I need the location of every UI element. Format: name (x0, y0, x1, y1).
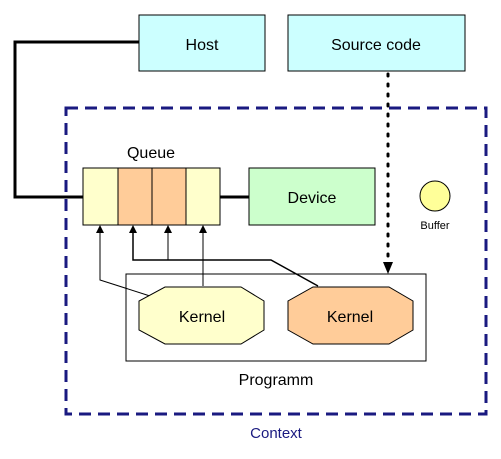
kernel-left-label: Kernel (179, 309, 225, 326)
queue-cell-4 (185, 167, 221, 226)
source-code-label: Source code (331, 37, 421, 54)
kernel-left-octagon[interactable] (138, 286, 265, 345)
host-box[interactable] (138, 14, 266, 72)
device-box[interactable] (248, 167, 376, 226)
queue-cell-2 (117, 167, 153, 226)
context-frame (64, 106, 488, 416)
kernel-right-to-queue-cell-2-arrow (129, 225, 319, 287)
queue-cell-3 (151, 167, 187, 226)
source-programm-arrowhead (383, 262, 393, 274)
kernel-right-label: Kernel (327, 309, 373, 326)
kernel-right-octagon[interactable] (287, 286, 414, 345)
programm-label: Programm (239, 372, 314, 389)
device-label: Device (288, 190, 337, 207)
host-queue-connector (13, 40, 139, 199)
kernel-left-to-queue-cell-1-arrow (96, 225, 151, 297)
source-code-box[interactable] (287, 14, 466, 72)
queue-cell-1 (82, 167, 119, 226)
buffer-circle[interactable] (419, 180, 451, 212)
host-label: Host (186, 37, 219, 54)
buffer-label: Buffer (420, 220, 449, 232)
context-label: Context (250, 425, 303, 442)
queue-label: Queue (127, 145, 175, 162)
